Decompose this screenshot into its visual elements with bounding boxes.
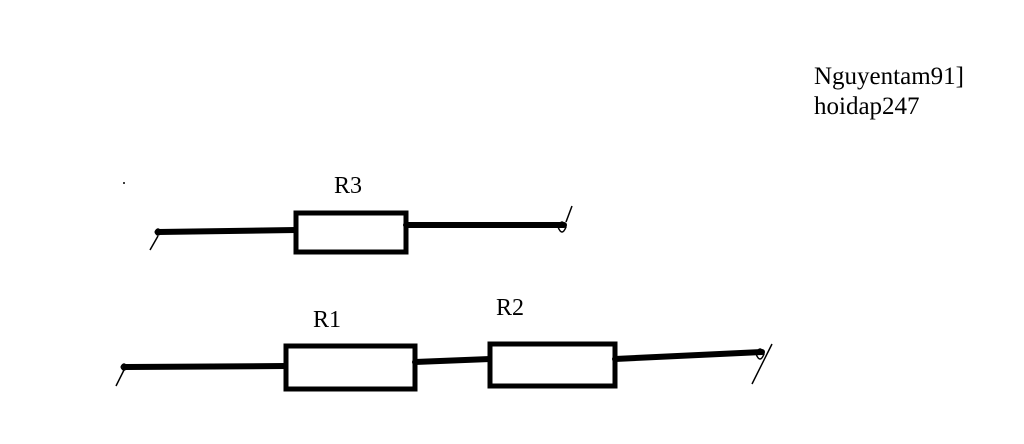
stray-dot [123,182,125,184]
middle-wire [412,356,493,365]
bottom-branch: R1 R2 [115,295,773,392]
author-watermark: Nguyentam91] hoidap247 [814,62,964,122]
label-r3: R3 [334,173,362,199]
author-name: Nguyentam91] [814,63,964,90]
top-right-terminal [557,205,573,233]
site-name: hoidap247 [814,93,920,120]
label-r2: R2 [496,295,524,321]
top-branch: R3 [149,173,573,255]
label-r1: R1 [313,307,341,333]
top-left-wire [155,227,299,235]
bottom-right-wire [612,349,765,362]
bottom-left-wire [122,363,289,370]
resistor-r2 [487,341,618,389]
resistor-r3 [293,210,409,255]
bottom-right-terminal [751,343,773,385]
resistor-r1 [283,343,418,392]
